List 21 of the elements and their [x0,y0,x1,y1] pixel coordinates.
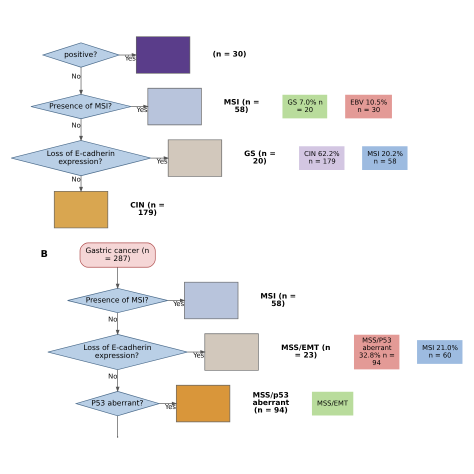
node-box [168,139,222,177]
node-box [184,282,238,320]
arrow [79,67,83,96]
arrow [130,104,149,108]
node-box [204,333,259,371]
label: B [40,248,48,260]
connector [117,415,118,438]
node-box [148,88,202,126]
arrow [116,312,120,336]
arrow [187,350,206,354]
node-box [176,384,230,422]
arrow [167,298,186,302]
arrow [116,369,120,392]
arrow [118,53,138,57]
arrow [79,175,83,192]
node-box [54,190,108,228]
node-box [136,36,190,74]
arrow [79,118,83,142]
arrow [150,156,170,160]
arrow [116,266,120,290]
arrow [159,402,178,406]
